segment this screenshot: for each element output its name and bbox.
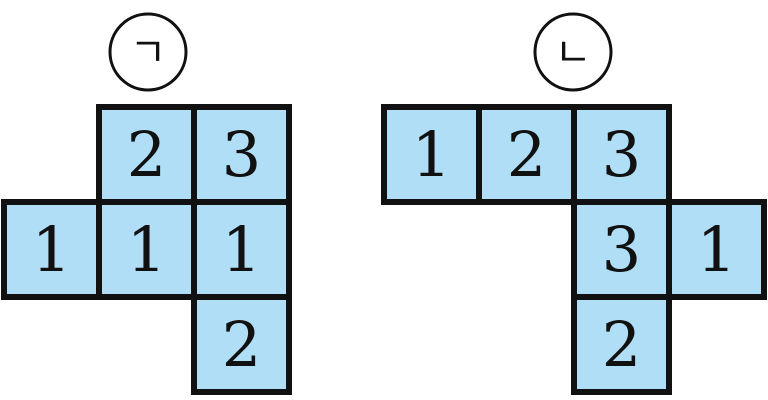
net-label: ㄱ [130,30,167,76]
cube-face: 2 [191,294,292,395]
face-number: 2 [602,308,641,381]
face-number: 1 [127,213,166,286]
net-nieun: ㄴ 1 2 3 3 1 2 [381,12,767,395]
net-label-circle [108,12,188,92]
face-number: 3 [222,118,261,191]
face-number: 1 [222,213,261,286]
face-number: 1 [697,213,736,286]
face-number: 2 [507,118,546,191]
face-number: 3 [602,118,641,191]
face-number: 2 [222,308,261,381]
cube-face: 2 [96,104,197,205]
cube-face: 1 [96,199,197,300]
net-label: ㄴ [555,30,592,76]
cube-face: 1 [666,199,767,300]
net-label-circle [533,12,613,92]
face-number: 3 [602,213,641,286]
cube-face: 3 [571,104,672,205]
face-number: 1 [412,118,451,191]
net-giyeok: ㄱ 2 3 1 1 1 2 [1,12,292,395]
cube-face: 3 [191,104,292,205]
cube-face: 3 [571,199,672,300]
cube-face: 1 [1,199,102,300]
face-number: 1 [32,213,71,286]
cube-face: 2 [571,294,672,395]
cube-face: 1 [381,104,482,205]
face-number: 2 [127,118,166,191]
cube-face: 2 [476,104,577,205]
cube-face: 1 [191,199,292,300]
